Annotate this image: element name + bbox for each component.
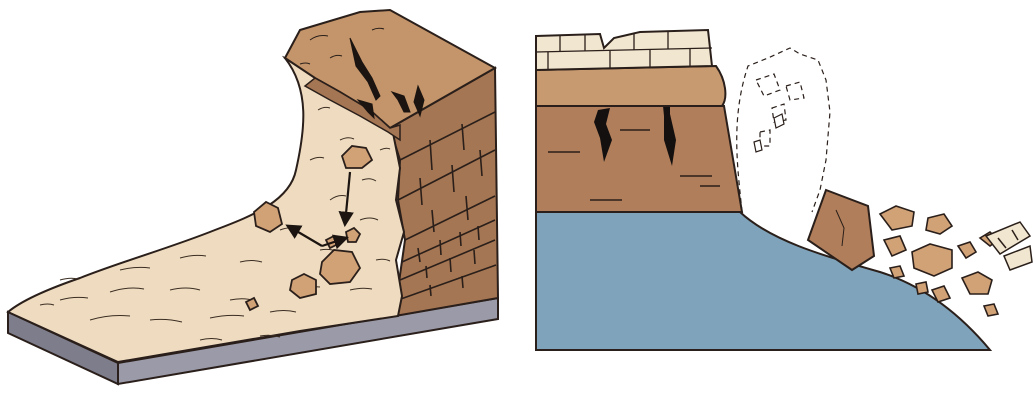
collapsed-block-outline xyxy=(737,48,830,212)
cap-rock xyxy=(536,30,712,70)
main-rock-layer xyxy=(536,106,742,212)
upper-rock-layer xyxy=(536,66,725,106)
water-body xyxy=(536,212,990,350)
left-block-diagram xyxy=(8,10,498,384)
fallen-cap-blocks xyxy=(986,222,1032,270)
right-cross-section xyxy=(536,30,1032,350)
